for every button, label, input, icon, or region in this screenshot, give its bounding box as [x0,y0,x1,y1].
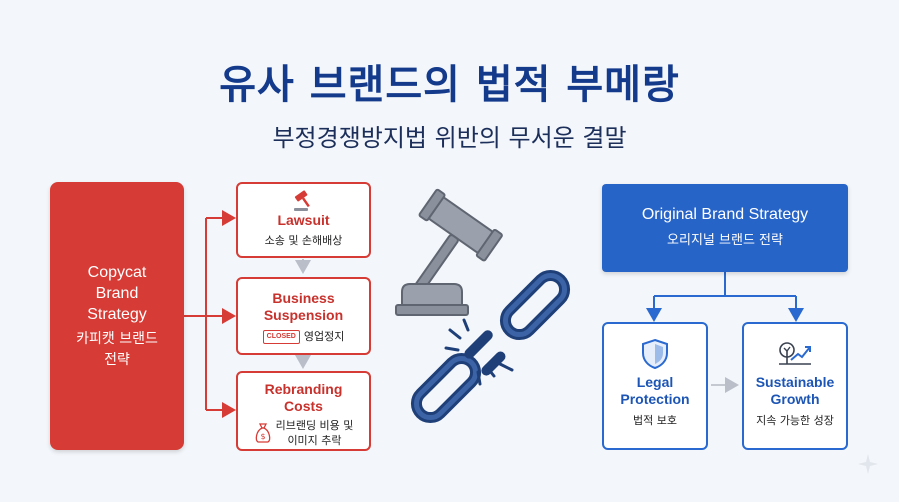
large-gavel-icon [395,188,503,316]
original-strategy-en: Original Brand Strategy [641,206,809,223]
growth-chart-icon [779,342,811,365]
page-title: 유사 브랜드의 법적 부메랑 [219,62,680,108]
legal-title-line1: Legal [636,374,674,390]
red-branch-lines [184,210,236,418]
money-bag-icon: $ [255,423,270,443]
suspension-title-line1: Business [272,290,335,306]
sparkle-icon [858,454,878,474]
suspension-desc: 영업정지 [303,330,345,343]
copycat-en-line1: Copycat [87,263,147,281]
legal-desc: 법적 보호 [633,414,677,427]
gavel-and-broken-chain-illustration [395,188,571,424]
step-rebranding-costs: Rebranding Costs $ 리브랜딩 비용 및 이미지 추락 [236,371,371,451]
rebranding-desc-line2: 이미지 추락 [287,434,342,447]
rebranding-title-line1: Rebranding [264,381,343,397]
lawsuit-desc: 소송 및 손해배상 [264,234,343,247]
lawsuit-title: Lawsuit [277,212,330,228]
shield-icon [642,338,668,370]
copycat-ko-line2: 전략 [104,351,130,368]
copycat-en-line3: Strategy [87,305,147,323]
suspension-title-line2: Suspension [263,307,344,323]
page-subtitle: 부정경쟁방지법 위반의 무서운 결말 [272,124,627,152]
rebranding-desc-line1: 리브랜딩 비용 및 [275,419,354,432]
broken-chain-icon [410,269,571,424]
step-lawsuit: Lawsuit 소송 및 손해배상 [236,182,371,258]
legal-title-line2: Protection [620,391,690,407]
rebranding-title-line2: Costs [284,398,323,414]
original-strategy-panel: Original Brand Strategy 오리지널 브랜드 전략 [602,184,848,272]
step-business-suspension: Business Suspension CLOSED 영업정지 [236,277,371,355]
copycat-en-line2: Brand [95,284,139,302]
svg-text:$: $ [260,432,265,441]
gavel-icon [293,190,310,211]
closed-sign-icon: CLOSED [262,329,300,344]
growth-desc: 지속 가능한 성장 [756,414,834,427]
copycat-strategy-panel: Copycat Brand Strategy 카피캣 브랜드 전략 [50,182,184,450]
original-strategy-ko: 오리지널 브랜드 전략 [667,233,783,248]
blue-branch-lines [646,272,804,322]
outcome-sustainable-growth: Sustainable Growth 지속 가능한 성장 [742,322,848,450]
copycat-ko-line1: 카피캣 브랜드 [76,330,158,347]
outcome-legal-protection: Legal Protection 법적 보호 [602,322,708,450]
growth-title-line1: Sustainable [755,374,835,390]
growth-title-line2: Growth [770,391,820,407]
